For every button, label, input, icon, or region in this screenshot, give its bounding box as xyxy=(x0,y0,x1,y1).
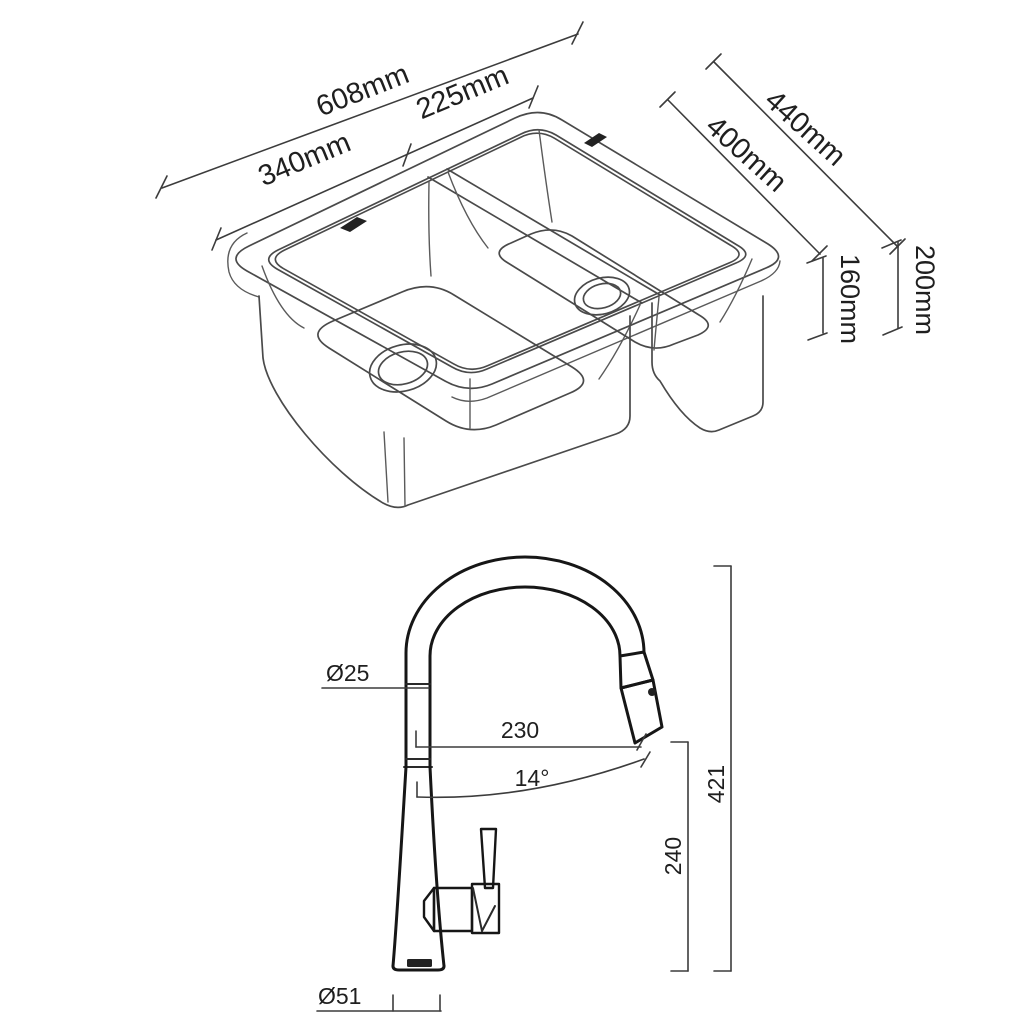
dim-tick xyxy=(807,332,828,341)
dim-line xyxy=(215,97,534,241)
dim-line xyxy=(667,99,821,255)
dim-label-d25: Ø25 xyxy=(326,660,369,686)
left-bowl-corner xyxy=(428,181,432,277)
dim-spout-diameter: Ø25 xyxy=(321,660,430,689)
dim-arc xyxy=(416,758,645,799)
dim-tick xyxy=(806,255,827,264)
dim-line xyxy=(161,33,579,189)
dim-tick xyxy=(211,227,222,251)
dim-label-230: 230 xyxy=(501,717,539,743)
left-bowl-corner xyxy=(261,265,305,329)
right-bowl-corner xyxy=(538,129,553,223)
left-bowl-drain xyxy=(368,343,438,393)
left-bowl-floor xyxy=(317,285,585,431)
dim-tick xyxy=(659,91,676,108)
faucet-base-bottom xyxy=(391,964,446,972)
dim-tick xyxy=(705,53,722,70)
dim-spout-height: 240 xyxy=(660,741,689,972)
drain-outer-ring xyxy=(368,343,438,393)
dim-spray-angle: 14° xyxy=(416,751,651,799)
dim-tick xyxy=(640,751,651,768)
dim-base-diameter: Ø51 xyxy=(316,983,442,1012)
sink-rim-outer xyxy=(235,111,780,390)
dim-label-340: 340mm xyxy=(254,126,356,193)
right-bowl-corner xyxy=(447,171,489,249)
faucet-handle-block xyxy=(470,882,501,935)
drain-inner-ring xyxy=(377,350,429,386)
dim-tick xyxy=(636,733,647,751)
sink-rim-thickness-left xyxy=(227,232,260,298)
faucet-drawing: Ø25 230 14° 421 240 xyxy=(316,555,732,1012)
left-bowl-overflow-mark xyxy=(340,217,367,232)
left-bowl-corner xyxy=(598,304,641,380)
faucet-base-logo xyxy=(407,959,432,967)
sink-drawing: 608mm 340mm 225mm 440mm 400mm xyxy=(155,21,940,509)
faucet-tube-inner xyxy=(428,585,622,769)
dim-line xyxy=(713,61,899,248)
faucet-base-left-edge xyxy=(391,765,408,968)
faucet-handle-facet xyxy=(481,905,496,932)
dim-bowl-depth: 160mm xyxy=(806,254,865,344)
dim-tick xyxy=(402,143,412,167)
dim-tick xyxy=(882,326,903,336)
faucet-body xyxy=(391,555,664,972)
right-bowl-corner xyxy=(719,258,753,323)
faucet-spray-head xyxy=(619,678,664,745)
sink-divider-line-2 xyxy=(446,168,661,296)
right-bowl-under-body xyxy=(651,295,764,433)
dim-tick xyxy=(155,175,168,199)
right-bowl-overflow-mark xyxy=(584,133,607,147)
left-bowl-corner-band xyxy=(403,437,406,507)
sink-flange-inner-edge-2 xyxy=(274,132,740,371)
dim-label-14deg: 14° xyxy=(515,765,550,791)
right-bowl-drain xyxy=(573,276,631,316)
dim-tick xyxy=(571,21,584,45)
faucet-handle-facet xyxy=(472,887,483,932)
dim-faucet-overall-height: 421 xyxy=(703,565,732,972)
drain-outer-ring xyxy=(573,276,631,316)
left-bowl-under-body xyxy=(258,295,631,509)
dim-label-d51: Ø51 xyxy=(318,983,361,1009)
dim-overall-height: 200mm xyxy=(881,239,940,336)
dim-tick xyxy=(811,245,828,262)
sink-divider-line-1 xyxy=(427,176,643,304)
dim-spout-reach: 230 xyxy=(415,717,647,751)
right-bowl-corner xyxy=(653,296,660,351)
dim-label-200: 200mm xyxy=(910,245,940,335)
dim-label-160: 160mm xyxy=(835,254,865,344)
right-bowl-floor xyxy=(498,229,710,349)
spray-head-button xyxy=(648,688,656,696)
faucet-handle-lever xyxy=(479,827,498,890)
dim-tick xyxy=(528,85,539,109)
sink-rim-thickness-front xyxy=(451,260,781,402)
faucet-tube-outer xyxy=(404,555,646,769)
left-bowl-corner-band xyxy=(383,431,389,503)
dim-label-240: 240 xyxy=(660,837,686,875)
dim-label-225: 225mm xyxy=(412,59,514,126)
faucet-handle-wedge xyxy=(422,886,436,933)
dim-label-421: 421 xyxy=(703,765,729,803)
sink-flange-inner-edge xyxy=(267,128,747,374)
sink-body xyxy=(227,111,781,509)
drain-inner-ring xyxy=(582,282,622,310)
